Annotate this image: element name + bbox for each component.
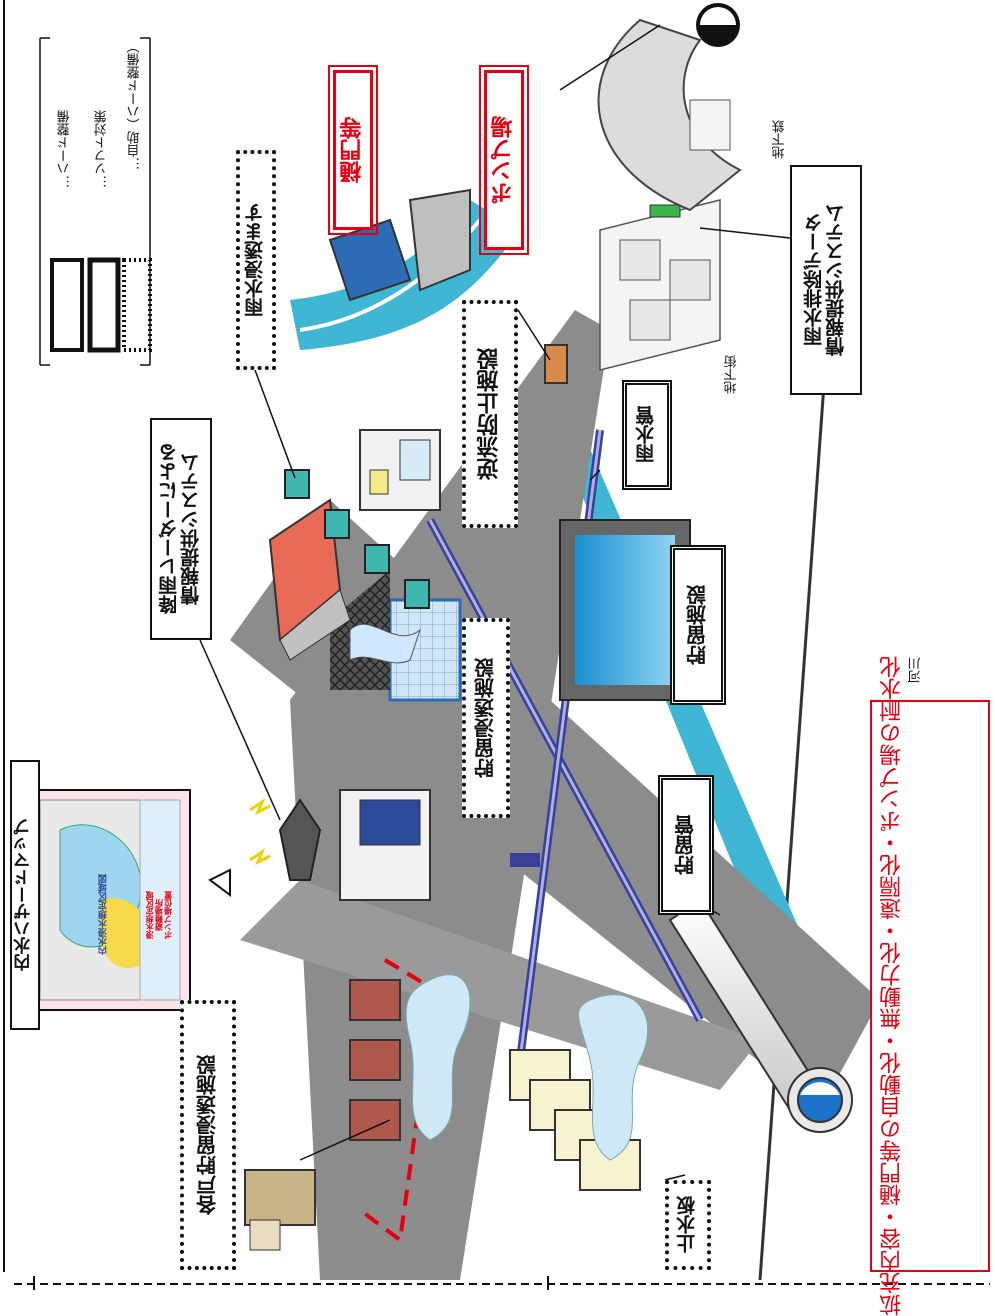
leader-waterstop: [664, 1174, 686, 1181]
leader-subway: [559, 24, 661, 91]
hazard-map-legend-lines: 浸水想定区域 避難場所 ポンプ場位置: [145, 891, 173, 939]
expansion-item-2: ・ポンプ場の耐水化: [880, 656, 905, 854]
subway-tunnel: [597, 3, 742, 212]
leader-drainage: [699, 227, 791, 239]
expansion-item-1: ・樋門等の自動化・無動力化・遠隔化: [880, 854, 905, 1228]
floodgate-structure: [328, 188, 471, 302]
leader-stormpipe: [589, 469, 601, 481]
household-infiltration-house: [244, 1169, 316, 1251]
underground-mall-label: 地下街: [724, 355, 740, 395]
legend-double-box: [87, 257, 121, 353]
legend-solid-box: [50, 258, 84, 352]
ground-line: [758, 299, 832, 1281]
infiltration-basin-label: 雨水浸透ます: [236, 150, 276, 370]
storage-pipe-label: 貯留管: [658, 775, 714, 915]
storage-infiltration-label: 貯留浸透施設: [462, 618, 510, 818]
pump-station-label: ポンプ場: [479, 65, 529, 255]
radar-info-system-label: 降雨レーダーによる 情報提供システム: [150, 418, 212, 640]
expansion-content-box: 拡充内容 ・樋門等の自動化・無動力化・遠隔化 ・ポンプ場の耐水化: [870, 656, 990, 1316]
storage-facility-label: 貯留施設: [670, 545, 726, 705]
backflow-valve: [544, 344, 568, 384]
hazard-map-thumbnail: [29, 789, 191, 1011]
leader-backflow: [517, 309, 551, 361]
puddle-1: [405, 974, 471, 1141]
houses-solar: [349, 958, 438, 1244]
underground-mall: [599, 199, 721, 371]
legend-self-label: …自助（ハード整備）: [127, 40, 143, 170]
floodgate-label: 樋門等: [328, 65, 378, 235]
building-house-right: [359, 429, 441, 511]
legend-dotted-box: [122, 258, 152, 352]
household-storage-label: 各戸貯留浸透施設: [180, 1000, 236, 1270]
storm-pipe-label: 雨水管: [622, 380, 672, 490]
building-radar: [339, 789, 431, 901]
subway-label: 地下鉄: [772, 120, 788, 160]
hazard-map-label: 内水ハザードマップ: [10, 760, 40, 1030]
hazard-map-legend-title: 内水浸水想定区域図: [98, 874, 109, 956]
water-stop-board-label: 止水板: [665, 1180, 711, 1270]
river-label: 河川: [908, 657, 924, 683]
legend-soft-label: …ソフト対策: [94, 110, 110, 188]
legend-hard-label: …ハード整備: [57, 110, 73, 188]
leader-basin: [254, 369, 296, 479]
puddle-2: [577, 994, 649, 1161]
infiltration-basins: [284, 469, 430, 609]
expansion-title: 拡充内容: [880, 1228, 905, 1316]
radar-tower: [249, 798, 322, 881]
drainage-data-system-label: 雨水排除データ 情報提供システム: [790, 165, 862, 395]
backflow-prevention-label: 逆流防止施設: [462, 300, 518, 528]
leader-radar: [199, 639, 281, 821]
leader-household: [299, 1119, 391, 1161]
building-office: [268, 498, 351, 661]
